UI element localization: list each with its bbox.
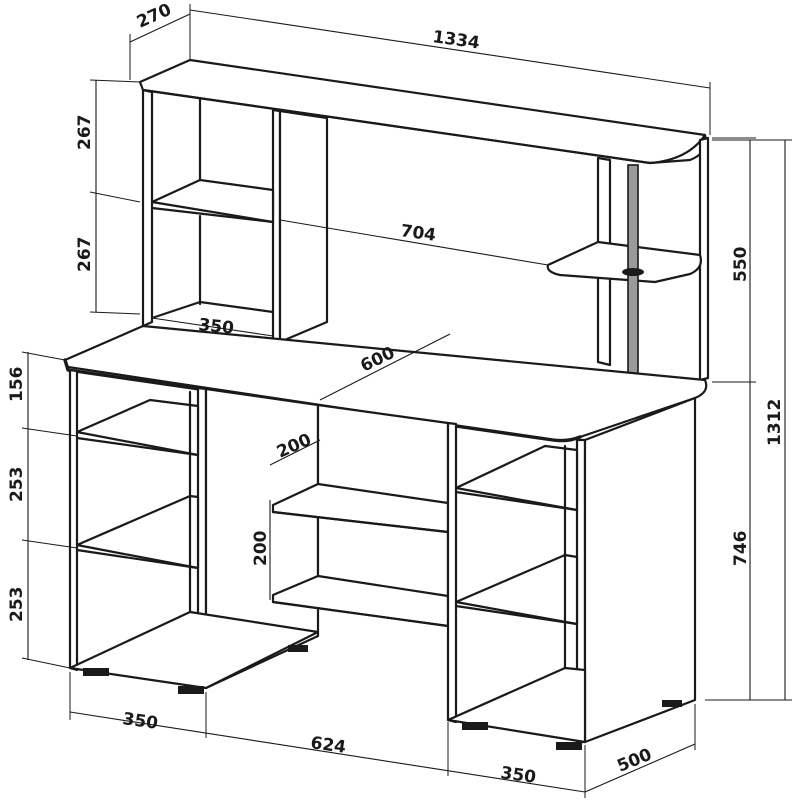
dim-base-top-gap: 156 <box>7 367 27 403</box>
dim-base-shelf-height-2: 253 <box>7 587 27 623</box>
left-pedestal-outer-side <box>68 368 79 672</box>
hutch-left-side-panel <box>141 88 154 328</box>
left-pedestal-bottom <box>68 610 320 690</box>
left-pedestal-shelf-1 <box>75 398 200 457</box>
dim-middle-shelf-gap: 200 <box>251 530 271 566</box>
desktop-front-edge <box>63 358 582 443</box>
right-pedestal-shelf-2 <box>454 553 579 626</box>
hutch-left-shelf-front <box>150 206 275 224</box>
left-pedestal-back-side <box>204 387 320 690</box>
dim-base-depth: 500 <box>614 745 655 777</box>
dim-knee-space-width: 624 <box>309 733 347 758</box>
right-pedestal-shelf-1 <box>454 444 579 512</box>
hutch-top-board <box>138 58 708 165</box>
hutch-left-tower-back <box>278 109 329 344</box>
left-pedestal-shelf-2 <box>75 494 200 570</box>
hutch-corner-shelf <box>546 240 702 284</box>
hutch-left-shelf <box>150 178 275 224</box>
right-pedestal <box>446 396 697 750</box>
dim-top-depth: 270 <box>134 0 175 33</box>
left-pedestal-shelf-2-front <box>75 548 200 570</box>
right-pedestal-bottom <box>446 666 587 744</box>
right-foot-rear <box>556 742 582 750</box>
hutch-right-back-panel <box>698 136 710 382</box>
dimension-lines <box>21 4 792 798</box>
right-pedestal-shelf-1-front <box>454 490 579 512</box>
dim-upper-unit-width: 350 <box>197 315 235 339</box>
left-foot-front <box>83 668 109 676</box>
dim-desk-height: 746 <box>731 531 751 567</box>
hutch-left-bottom <box>150 300 275 320</box>
dim-total-height: 1312 <box>765 399 785 446</box>
middle-shelf-2-front <box>271 600 450 628</box>
middle-shelf-unit <box>271 403 450 628</box>
dim-hutch-height: 550 <box>731 246 751 282</box>
dim-left-unit-width: 350 <box>121 709 159 734</box>
dim-span-between-units: 704 <box>399 221 437 246</box>
hutch-support-post <box>627 164 639 391</box>
left-pedestal <box>68 368 320 694</box>
left-foot-back <box>288 645 308 652</box>
dim-upper-shelf-height-1: 267 <box>75 115 95 151</box>
middle-shelf-1-front <box>271 510 450 534</box>
dim-right-unit-width: 350 <box>499 763 537 788</box>
dim-upper-shelf-height-2: 267 <box>75 237 95 273</box>
right-pedestal-shelf-2-front <box>454 604 579 626</box>
right-foot-front <box>462 722 488 730</box>
hutch <box>138 58 710 396</box>
left-foot-rear <box>178 686 204 694</box>
right-pedestal-inner-side <box>446 421 458 724</box>
right-foot-back <box>662 700 682 707</box>
right-pedestal-side-panel <box>583 396 697 744</box>
left-pedestal-shelf-1-front <box>75 436 200 457</box>
post-collar-upper <box>622 268 644 276</box>
dim-base-shelf-height-1: 253 <box>7 467 27 503</box>
desktop <box>63 324 708 443</box>
dim-overall-width: 1334 <box>431 27 481 53</box>
